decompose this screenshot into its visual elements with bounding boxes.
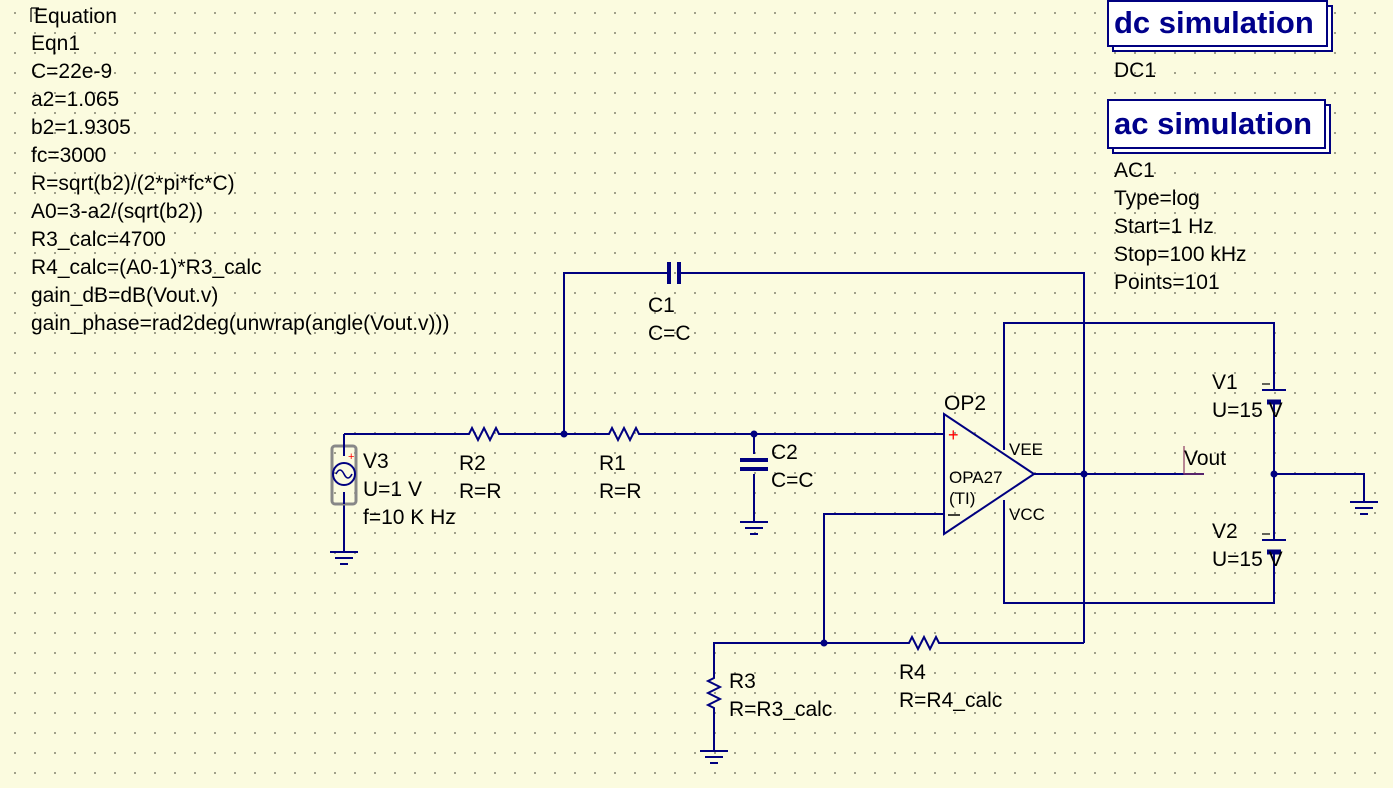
resistor-symbol [594,425,654,443]
R1-name: R1 [599,452,626,475]
OP2-model: OPA27 [949,468,1003,487]
ground-output [1350,494,1378,515]
dc-source-V2[interactable]: V2 U=15 V [1212,520,1286,571]
equation-line: C=22e-9 [31,60,112,83]
ground-icon [330,544,358,565]
noninverting-plus-icon: + [948,425,959,445]
R3-name: R3 [729,670,756,693]
dc-sim-title: dc simulation [1114,5,1314,40]
junction-dot [820,639,828,647]
equation-line: A0=3-a2/(sqrt(b2)) [31,200,203,223]
R4-value: R=R4_calc [899,689,1002,712]
equation-line: R4_calc=(A0-1)*R3_calc [31,256,262,279]
equation-name: Eqn1 [31,32,80,55]
OP2-vendor: (TI) [949,489,975,508]
V2-value: U=15 V [1212,548,1283,571]
resistor-R1[interactable]: R1 R=R [594,425,654,503]
capacitor-C1[interactable]: C1 C=C [644,262,704,345]
wire [563,272,644,434]
V2-name: V2 [1212,520,1238,543]
ac-source-V3[interactable]: + V3 U=1 V f=10 K Hz [330,444,456,529]
capacitor-plates [740,458,768,471]
ground-C2 [740,514,768,535]
equation-corner-mark [30,7,39,22]
C2-value: C=C [771,469,814,492]
plus-terminal-icon: + [348,451,354,463]
V1-value: U=15 V [1212,399,1283,422]
C1-value: C=C [648,322,691,345]
wires [343,272,1365,743]
C2-name: C2 [771,441,798,464]
ac-simulation-block[interactable]: ac simulation AC1 Type=log Start=1 Hz St… [1107,99,1331,294]
wire [713,642,894,663]
opamp-OP2[interactable]: + OP2 OPA27 (TI) VEE VCC [943,392,1045,536]
wire [1003,322,1275,450]
ac-sim-param: Stop=100 kHz [1114,243,1247,266]
ac-source-circle-icon [332,462,356,486]
resistor-symbol [894,634,954,652]
R2-value: R=R [459,480,502,503]
sine-wave-icon [335,469,353,479]
label-stub [1183,446,1204,475]
dc-sim-box [1107,0,1328,47]
wire [1274,473,1365,494]
OP2-name: OP2 [944,392,986,415]
equation-line: R3_calc=4700 [31,228,166,251]
junction-dot [1270,470,1278,478]
ground-R3 [700,743,728,764]
R4-name: R4 [899,661,926,684]
capacitor-C2[interactable]: C2 C=C [740,441,814,492]
ac-sim-title: ac simulation [1114,106,1312,141]
net-label-vout[interactable]: Vout [1183,446,1226,475]
wire [1003,500,1275,604]
OP2-pin-vee: VEE [1009,440,1043,459]
wire [704,272,1085,643]
dc-source-V1[interactable]: V1 U=15 V [1212,371,1286,422]
V1-name: V1 [1212,371,1238,394]
junction-dot [560,430,568,438]
junctions [560,430,1278,647]
R3-value: R=R3_calc [729,698,832,721]
equation-header: Equation [34,5,117,28]
equation-block[interactable]: Equation Eqn1 C=22e-9 a2=1.065 b2=1.9305… [30,5,450,335]
ground-icon [740,514,768,535]
junction-dot [750,430,758,438]
resistor-R3[interactable]: R3 R=R3_calc [705,663,832,723]
R1-value: R=R [599,480,642,503]
ac-sim-param: Start=1 Hz [1114,215,1214,238]
ac-sim-param: Type=log [1114,187,1200,210]
ac-sim-box [1107,99,1326,149]
ac-sim-name: AC1 [1114,159,1155,182]
resistor-symbol [705,663,723,723]
C1-name: C1 [648,294,675,317]
ground-icon [1350,494,1378,515]
capacitor-plates [667,262,681,284]
equation-line: gain_phase=rad2deg(unwrap(angle(Vout.v))… [31,312,450,335]
opamp-triangle [943,412,1036,536]
ground-V3 [330,544,358,565]
dc-simulation-block[interactable]: dc simulation DC1 [1107,0,1333,82]
OP2-pin-vcc: VCC [1009,505,1045,524]
V3-freq: f=10 K Hz [363,506,456,529]
equation-line: fc=3000 [31,144,106,167]
equation-line: R=sqrt(b2)/(2*pi*fc*C) [31,172,235,195]
resistor-symbol [454,425,514,443]
resistor-R4[interactable]: R4 R=R4_calc [894,634,1002,712]
V3-value: U=1 V [363,478,422,501]
V3-name: V3 [363,450,389,473]
R2-name: R2 [459,452,486,475]
equation-line: b2=1.9305 [31,116,131,139]
ground-icon [700,743,728,764]
vout-label: Vout [1184,447,1226,470]
equation-line: gain_dB=dB(Vout.v) [31,284,218,307]
resistor-R2[interactable]: R2 R=R [454,425,514,503]
equation-line: a2=1.065 [31,88,119,111]
ac-sim-param: Points=101 [1114,271,1220,294]
wire [823,513,944,643]
dc-sim-name: DC1 [1114,59,1156,82]
junction-dot [1080,470,1088,478]
